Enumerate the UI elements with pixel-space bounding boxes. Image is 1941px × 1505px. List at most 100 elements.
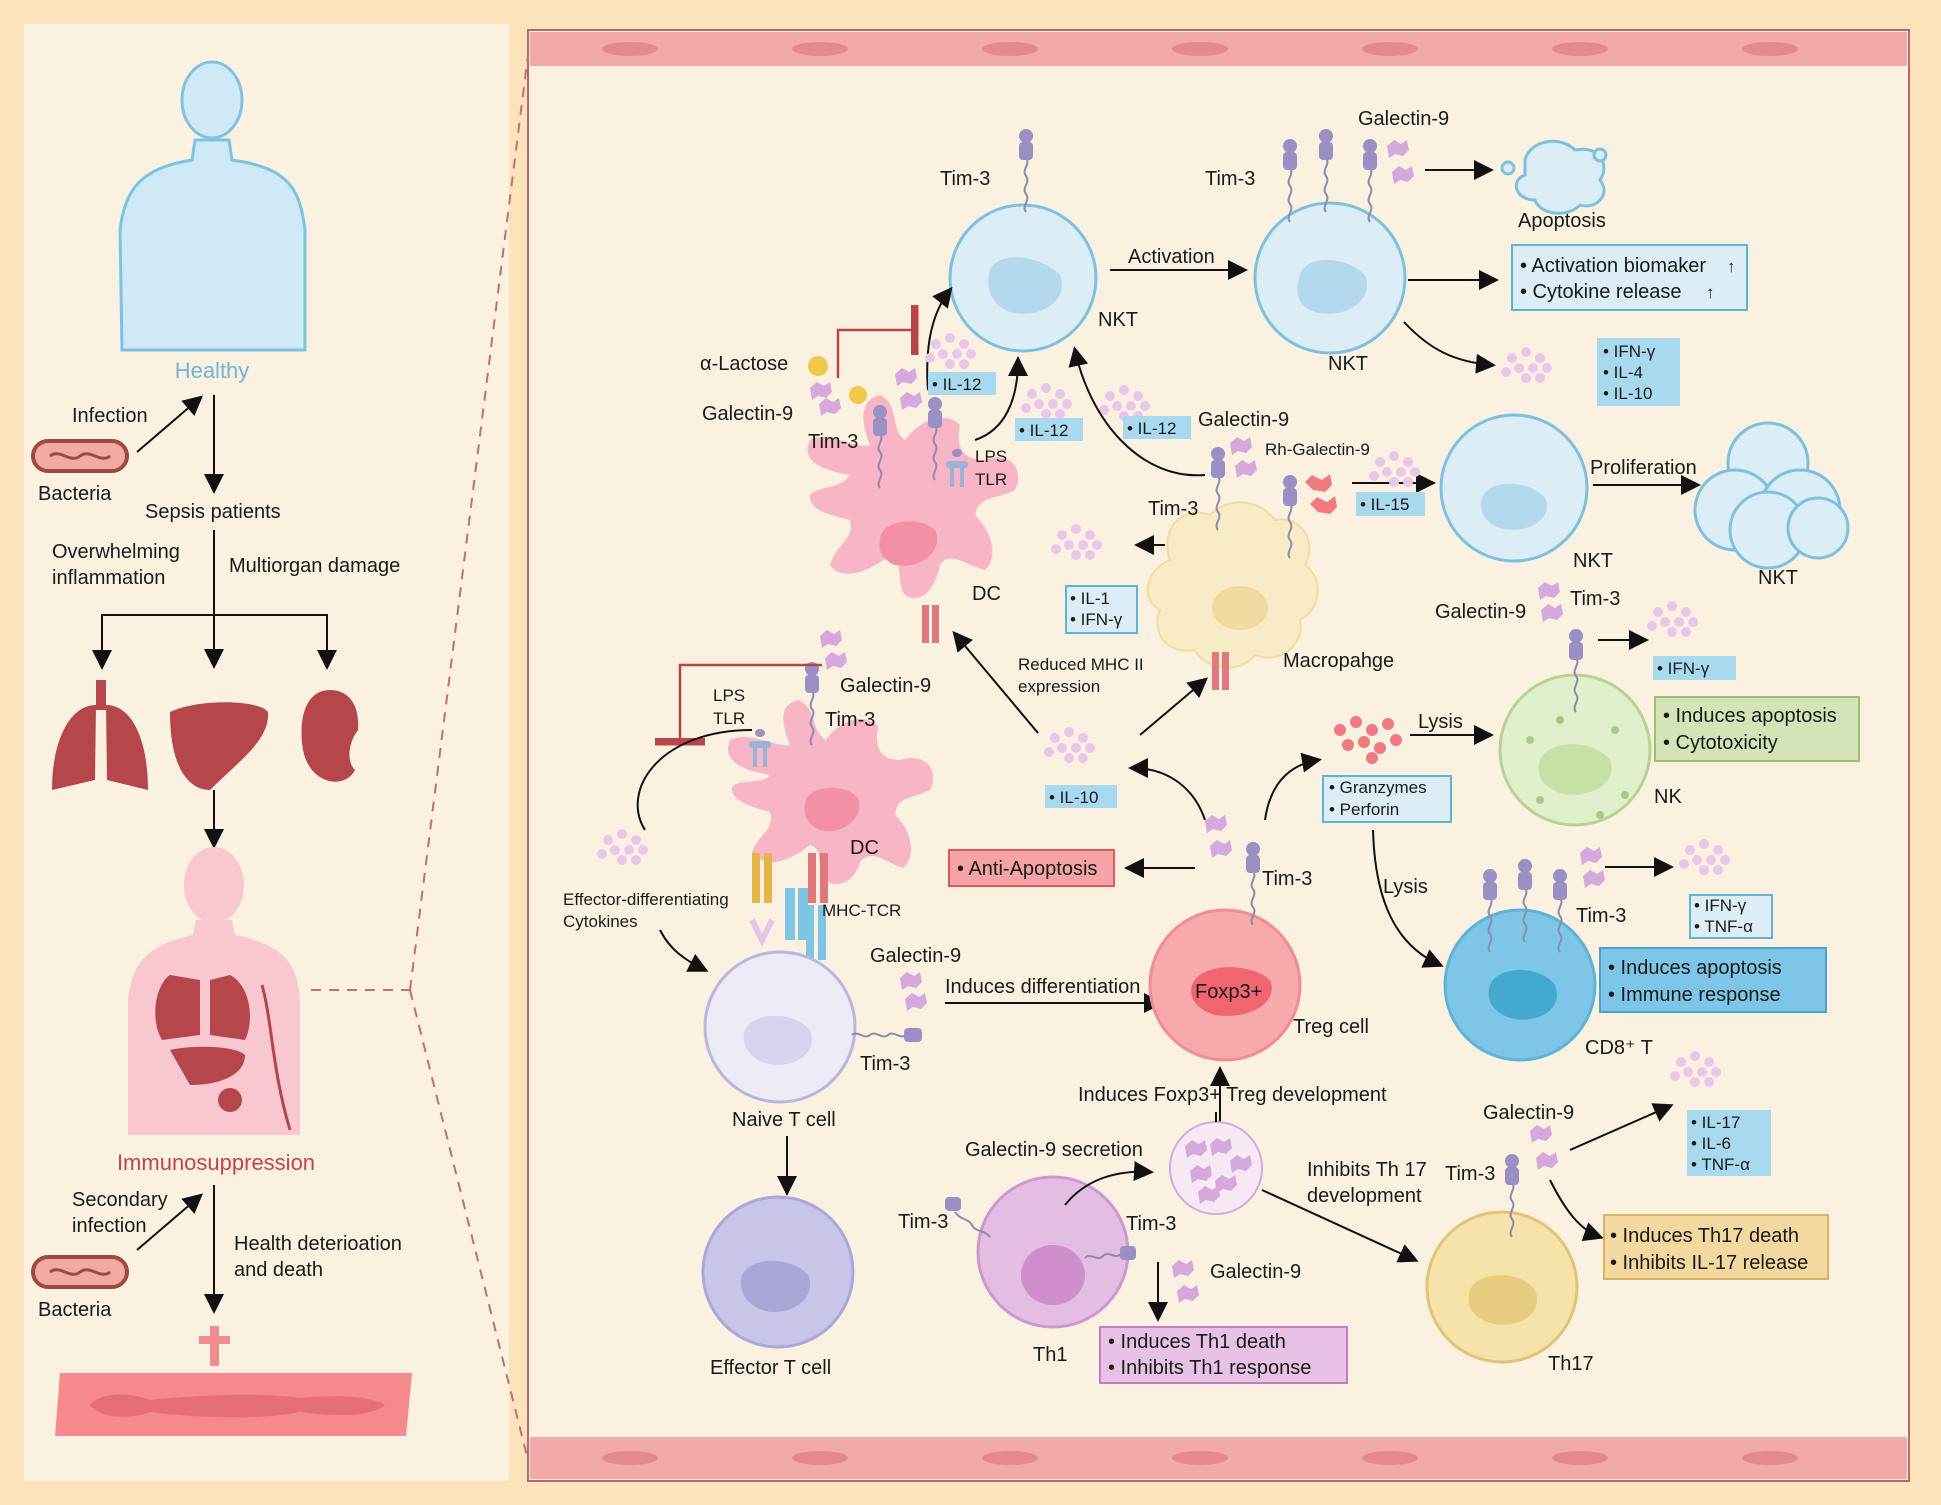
il12-box-c: • IL-12 <box>1123 416 1191 439</box>
ifn-box-line-1: • IFN-γ <box>1603 342 1656 361</box>
dc-to-nkt-arrow-a <box>926 286 953 391</box>
treg-tim3-label: Tim-3 <box>1262 868 1312 890</box>
il12-a: • IL-12 <box>932 375 981 394</box>
inhibition-lps-bottom <box>655 663 822 746</box>
th17-effect-box: • Induces Th17 death • Inhibits IL-17 re… <box>1603 1214 1829 1280</box>
treg-cell <box>1148 908 1302 1062</box>
th17-effect-line-1: • Induces Th17 death <box>1610 1225 1799 1247</box>
mhc-tcr-complex <box>749 853 828 960</box>
infection-label: Infection <box>72 405 148 427</box>
effector-label: Effector T cell <box>710 1357 831 1379</box>
th17-inhibits-label-2: development <box>1307 1185 1422 1207</box>
th1-tim3a-label: Tim-3 <box>898 1211 948 1233</box>
dc-top-label: DC <box>972 583 1001 605</box>
rh-galectin-icon <box>1305 474 1337 514</box>
cd8-cyt-line-1: • IFN-γ <box>1694 896 1747 915</box>
il12-c: • IL-12 <box>1127 419 1176 438</box>
th17-cyt-line-1: • IL-17 <box>1691 1113 1740 1132</box>
svg-text:↑: ↑ <box>1706 283 1715 302</box>
th1-galectin-label: Galectin-9 <box>1210 1261 1301 1283</box>
th1-secretion-label: Galectin-9 secretion <box>965 1139 1143 1161</box>
th1-effect-box: • Induces Th1 death • Inhibits Th1 respo… <box>1099 1326 1348 1384</box>
th17-cyt-line-2: • IL-6 <box>1691 1134 1731 1153</box>
naive-receptor <box>851 1028 922 1042</box>
nk-galectin-label: Galectin-9 <box>1435 601 1526 623</box>
nk-label: NK <box>1654 786 1682 808</box>
nkt-cell-top <box>948 203 1098 353</box>
dc-cell-bottom <box>728 700 934 884</box>
activation-box: • Activation biomaker • Cytokine release… <box>1511 244 1748 311</box>
inhibition-lactose <box>836 305 919 378</box>
infection-arrow <box>136 395 204 453</box>
svg-text:↑: ↑ <box>1727 257 1736 276</box>
organ-branch-arrows <box>92 530 337 670</box>
cd8-effect-box: • Induces apoptosis • Immune response <box>1599 947 1827 1013</box>
ifn-box-line-2: • IL-4 <box>1603 363 1643 382</box>
vessel-bottom <box>530 1437 1907 1479</box>
reduced-label-2: expression <box>1018 677 1100 696</box>
healthy-body-icon <box>118 60 307 352</box>
th1-label: Th1 <box>1033 1344 1067 1366</box>
nkt-act-label: NKT <box>1328 353 1368 375</box>
nkt-top-label: NKT <box>1098 309 1138 331</box>
apoptosis-label: Apoptosis <box>1518 210 1606 232</box>
secondary-label-1: Secondary <box>72 1189 168 1211</box>
vessel-top <box>530 32 1907 66</box>
nk-effect-line-1: • Induces apoptosis <box>1663 705 1837 727</box>
nk-effect-line-2: • Cytotoxicity <box>1663 732 1778 754</box>
cd8-effect-line-1: • Induces apoptosis <box>1608 957 1782 979</box>
granzyme-box: • Granzymes • Perforin <box>1322 775 1452 823</box>
secondary-label-2: infection <box>72 1215 147 1237</box>
treg-to-il10-arrow <box>1128 758 1206 821</box>
proliferation-label: Proliferation <box>1590 457 1697 479</box>
il10-to-macro-arrow <box>1139 677 1209 736</box>
ifn-box: • IFN-γ • IL-4 • IL-10 <box>1597 338 1680 406</box>
dc-bottom-galectin-label: Galectin-9 <box>840 675 931 697</box>
il10-box: • IL-10 <box>1045 785 1117 808</box>
deceased-body-icon <box>55 1373 412 1436</box>
bacteria-icon-1 <box>31 439 129 473</box>
reduced-label-1: Reduced MHC II <box>1018 655 1144 674</box>
lysis-label-1: Lysis <box>1418 711 1463 733</box>
immunosuppressed-body-icon <box>128 847 300 1135</box>
macrophage-cell <box>1146 501 1319 669</box>
dc-lps-label: LPS <box>975 447 1007 466</box>
mhc-icon-macro <box>1212 652 1229 690</box>
macro-label: Macropahge <box>1283 650 1394 672</box>
nkt-cell-prolif <box>1439 413 1589 563</box>
dc-tim3-label: Tim-3 <box>808 431 858 453</box>
overwhelming-label-2: inflammation <box>52 567 165 589</box>
granzyme-line-1: • Granzymes <box>1329 778 1427 797</box>
dc-bottom-lps-label: LPS <box>713 686 745 705</box>
apoptotic-cell-icon <box>1500 139 1608 215</box>
health-label-1: Health deterioation <box>234 1233 402 1255</box>
dc-galectin-label: Galectin-9 <box>702 403 793 425</box>
macro-to-nkt-arrow <box>1068 346 1206 477</box>
il15: • IL-15 <box>1360 495 1409 514</box>
mhc-tcr-label: MHC-TCR <box>822 901 901 920</box>
liver-icon <box>170 702 269 790</box>
alactose-label: α-Lactose <box>700 353 788 375</box>
th17-cell <box>1425 1210 1579 1364</box>
lysis-label-2: Lysis <box>1383 876 1428 898</box>
effector-t-cell <box>701 1195 855 1349</box>
macro-galectin-label: Galectin-9 <box>1198 409 1289 431</box>
lactose-icon <box>808 356 867 404</box>
th17-galectin-label: Galectin-9 <box>1483 1102 1574 1124</box>
induces-foxp3-label: Induces Foxp3+ Treg development <box>1078 1084 1387 1106</box>
naive-galectin-label: Galectin-9 <box>870 945 961 967</box>
nk-tim3-label: Tim-3 <box>1570 588 1620 610</box>
activation-box-line-2: • Cytokine release <box>1520 281 1682 303</box>
effector-label-1: Effector-differentiating <box>563 890 729 909</box>
th17-tim3-label: Tim-3 <box>1445 1163 1495 1185</box>
nkt-to-cytokine-arrow <box>1403 321 1496 374</box>
nk-effect-box: • Induces apoptosis • Cytotoxicity <box>1654 696 1860 762</box>
th1-effect-line-1: • Induces Th1 death <box>1108 1331 1286 1353</box>
naive-tim3-label: Tim-3 <box>860 1053 910 1075</box>
anti-apoptosis-box: • Anti-Apoptosis <box>948 849 1115 887</box>
activation-box-line-1: • Activation biomaker <box>1520 255 1706 277</box>
macro-tim3-label: Tim-3 <box>1148 498 1198 520</box>
cross-icon <box>199 1326 230 1366</box>
dc-cell-top <box>807 395 1019 599</box>
nkt-cluster-icon <box>1693 421 1850 570</box>
